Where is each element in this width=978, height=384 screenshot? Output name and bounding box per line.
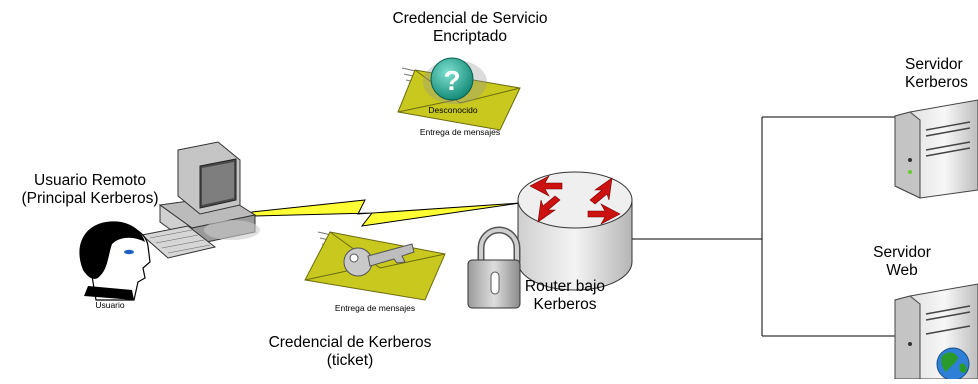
lightning-link	[251, 199, 521, 227]
msg-delivery-bottom-label: Entrega de mensajes	[334, 303, 416, 313]
kerberos-credential-line1: Credencial de Kerberos	[268, 334, 432, 351]
router-line2: Kerberos	[533, 296, 597, 314]
kerberos-server-line1: Servidor	[905, 56, 963, 73]
kerberos-credential-label: Credencial de Kerberos (ticket)	[240, 334, 460, 371]
web-server-label: Servidor Web	[862, 244, 942, 281]
remote-user-line2: (Principal Kerberos)	[21, 190, 159, 208]
server-tower-icon	[894, 99, 978, 199]
kerberos-server-label: Servidor Kerberos	[905, 56, 978, 93]
service-credential-line1: Credencial de Servicio	[392, 10, 548, 27]
web-server-line2: Web	[886, 262, 918, 280]
kerberos-credential-line2: (ticket)	[326, 352, 374, 370]
remote-user-label: Usuario Remoto (Principal Kerberos)	[0, 172, 180, 209]
service-credential-line2: Encriptado	[432, 28, 508, 46]
router-label: Router bajo Kerberos	[515, 278, 615, 315]
remote-user-line1: Usuario Remoto	[34, 172, 146, 189]
router-icon	[517, 171, 633, 291]
web-server-icon	[894, 283, 978, 381]
service-credential-label: Credencial de Servicio Encriptado	[370, 10, 570, 47]
router-line1: Router bajo	[524, 278, 606, 295]
kerberos-server-line2: Kerberos	[905, 74, 968, 92]
user-head-icon	[79, 221, 151, 301]
computer-icon	[140, 141, 260, 259]
svg-text:?: ?	[443, 65, 460, 96]
padlock-icon	[467, 226, 521, 309]
msg-delivery-top-label: Entrega de mensajes	[419, 127, 501, 137]
envelope-question-icon: ?	[397, 57, 521, 131]
unknown-label: Desconocido	[428, 105, 478, 115]
user-label: Usuario	[95, 300, 125, 310]
web-server-line1: Servidor	[873, 244, 931, 261]
network-links	[632, 116, 895, 337]
envelope-key-icon	[304, 231, 446, 301]
